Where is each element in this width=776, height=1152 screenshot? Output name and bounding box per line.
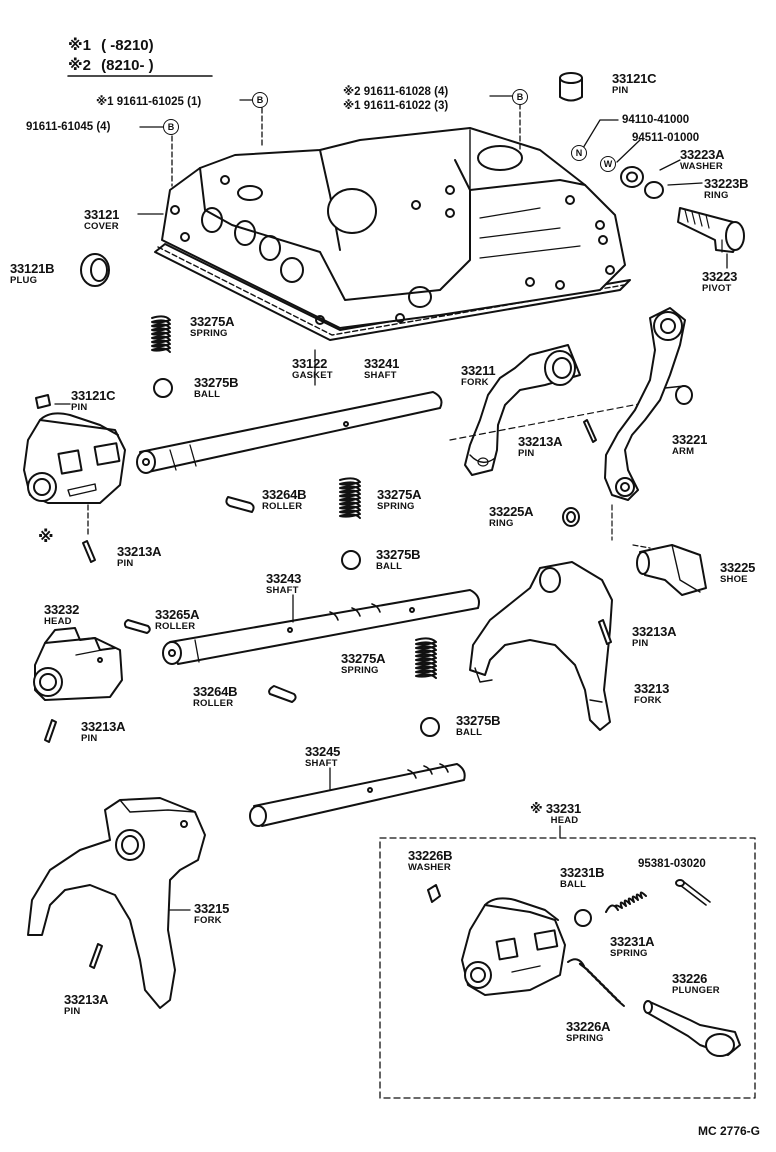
pin-33213A-2: [583, 419, 597, 443]
fork-33215: [27, 797, 206, 1009]
spring-33275A-2: [339, 477, 361, 519]
roller-33264B-2: [268, 685, 297, 703]
header-line-2: ※2 (8210- ): [68, 56, 154, 74]
plug-33121B: [80, 253, 110, 287]
ref-nut: 94110-41000: [622, 114, 690, 126]
shaft-33243: [162, 589, 480, 665]
washer-33223A: [620, 166, 644, 188]
arm-33221: [604, 307, 693, 501]
ball-33231B: [574, 909, 592, 927]
pin-33213A-4: [44, 719, 57, 743]
spring-33275A-3: [415, 637, 437, 679]
cover-drawing: [137, 127, 631, 341]
badge-b-2: B: [163, 119, 179, 135]
header-line-1: ※1 ( -8210): [68, 36, 154, 54]
ref-bolt-2: 91611-61045 (4): [26, 121, 111, 133]
ring-33223B: [644, 181, 664, 199]
badge-b-1: B: [252, 92, 268, 108]
head-left-upper: [23, 412, 126, 504]
shaft-33241: [136, 391, 443, 474]
header-range-1: ( -8210): [101, 37, 154, 54]
header-mark-1: ※1: [68, 37, 91, 54]
ref-bolt-3b: ※1 91611-61022 (3): [343, 100, 449, 112]
head-33231: [461, 897, 566, 996]
pin-33213A-3: [598, 619, 612, 645]
roller-33264B-1: [225, 496, 255, 513]
washer-33226B: [427, 884, 441, 903]
badge-w: W: [600, 156, 616, 172]
spring-33275A-1: [151, 315, 171, 353]
pin-33213A-5: [89, 943, 103, 969]
fork-33213: [469, 561, 613, 731]
pin-33121C-left: [35, 394, 51, 409]
diagram-code: MC 2776-G: [697, 1124, 760, 1138]
pin-33121C-top: [559, 72, 583, 102]
header-range-2: (8210- ): [101, 57, 154, 74]
head-33232: [33, 627, 123, 701]
ref-bolt-1: ※1 91611-61025 (1): [96, 96, 202, 108]
header-mark-2: ※2: [68, 57, 91, 74]
asterisk-head-mark: ※: [38, 529, 54, 546]
badge-n: N: [571, 145, 587, 161]
cotter-95381-03020: [675, 879, 711, 906]
pin-33213A-1: [82, 540, 96, 563]
ref-cotter: 95381-03020: [638, 858, 706, 870]
ref-washer: 94511-01000: [632, 132, 700, 144]
roller-33265A: [123, 619, 151, 634]
badge-b-3: B: [512, 89, 528, 105]
spring-33226A: [567, 958, 625, 1007]
ring-33225A: [562, 507, 580, 527]
ball-33275B-2: [341, 550, 361, 570]
ref-bolt-3a: ※2 91611-61028 (4): [343, 86, 449, 98]
spring-33231A: [605, 891, 647, 913]
ball-33275B-1: [153, 378, 173, 398]
plunger-33226: [643, 1000, 741, 1057]
ball-33275B-3: [420, 717, 440, 737]
shoe-33225: [636, 544, 707, 596]
shaft-33245: [249, 763, 466, 827]
fork-33211: [464, 344, 581, 476]
head-33231-box: [379, 837, 756, 1099]
pivot-33223: [677, 207, 745, 253]
